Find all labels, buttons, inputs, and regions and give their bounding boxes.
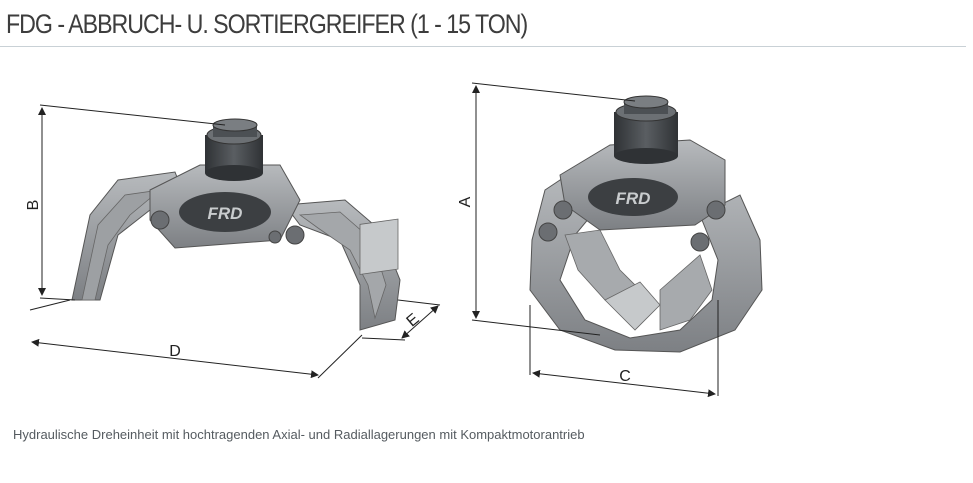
title-divider	[0, 46, 966, 47]
dimension-label-d: D	[169, 343, 181, 360]
dimension-label-c: C	[619, 368, 631, 385]
page-title: FDG - ABBRUCH- U. SORTIERGREIFER (1 - 15…	[6, 9, 528, 39]
dimension-label-a: A	[457, 196, 474, 207]
grapple-technical-drawing: FRD FRD	[25, 82, 763, 398]
dimension-lines	[29, 82, 719, 398]
closed-grapple-illustration: FRD	[529, 95, 763, 353]
product-caption: Hydraulische Dreheinheit mit hochtragend…	[13, 427, 585, 442]
frd-logo-left: FRD	[208, 204, 243, 223]
dimension-label-e: E	[404, 311, 423, 331]
frd-logo-right: FRD	[616, 189, 651, 208]
dimension-label-b: B	[25, 200, 42, 211]
open-grapple-illustration: FRD	[71, 118, 401, 331]
